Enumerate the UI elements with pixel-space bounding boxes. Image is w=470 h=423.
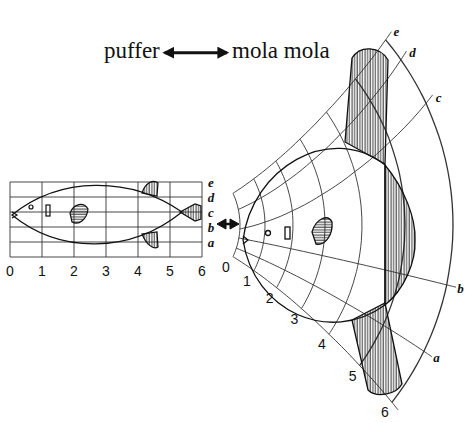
title-text: mola mola [232,38,330,63]
mola-anal-fin [352,303,402,395]
grid-column-number: 0 [222,260,230,274]
mola-mouth [243,236,248,244]
grid-line [138,182,139,257]
puffer-mouth [12,212,17,218]
puffer-eye [29,205,33,209]
grid-row-letter: e [393,24,399,37]
puffer-dorsal-fin [142,181,158,196]
grid-line [10,257,202,258]
arrow-head [217,219,226,229]
grid-column-number: 2 [70,264,78,278]
grid-row-letter: b [457,281,464,294]
grid-column-number: 1 [243,274,251,288]
grid-line [276,161,293,288]
puffer-anal-fin [142,232,158,248]
grid-row-letter: c [208,206,214,219]
grid-column-number: 1 [38,264,46,278]
mola-body [243,148,385,322]
puffer-gill [46,205,50,216]
mola-dorsal-fin [345,49,388,164]
grid-line [239,238,456,287]
puffer-fish [12,181,201,247]
grid-line [254,179,265,271]
grid-row-letter: d [409,45,416,58]
puffer-pectoral-fin [70,204,88,223]
grid-row-letter: c [436,91,442,104]
title-word: puffer [104,38,160,63]
double-arrow [165,51,227,54]
puffer-grid [10,182,202,257]
grid-line [202,182,203,257]
title-word: mola mola [232,38,330,63]
grid-line [10,212,202,213]
grid-line [10,227,202,228]
grid-row-letter: b [208,221,215,234]
grid-column-number: 3 [102,264,110,278]
grid-row-letter: d [208,191,215,204]
grid-column-number: 3 [291,312,299,326]
grid-column-number: 0 [6,264,14,278]
grid-column-number: 4 [318,337,326,351]
grid-line [10,182,11,257]
arrow-head [230,219,239,229]
grid-column-number: 5 [349,369,357,383]
mola-clavus [385,165,415,305]
mola-grid [233,32,456,410]
grid-column-number: 6 [198,264,206,278]
grid-column-number: 6 [381,405,389,419]
grid-row-letter: a [433,351,440,364]
grid-line [42,182,43,257]
grid-line [386,40,453,402]
mola-pectoral-fin [312,218,332,244]
mola-fish [243,49,415,395]
grid-line [170,182,171,257]
title-text: puffer [104,38,160,63]
mola-gill [285,227,290,239]
grid-line [10,242,202,243]
grid-column-number: 2 [266,291,274,305]
grid-line [233,32,391,194]
mola-eye [266,231,271,236]
puffer-tail [180,204,201,221]
grid-line [106,182,107,257]
grid-line [10,182,202,183]
grid-column-number: 4 [134,264,142,278]
transform-arrow [217,219,239,229]
grid-row-letter: e [208,176,214,189]
grid-row-letter: a [208,236,215,249]
grid-column-number: 5 [166,264,174,278]
